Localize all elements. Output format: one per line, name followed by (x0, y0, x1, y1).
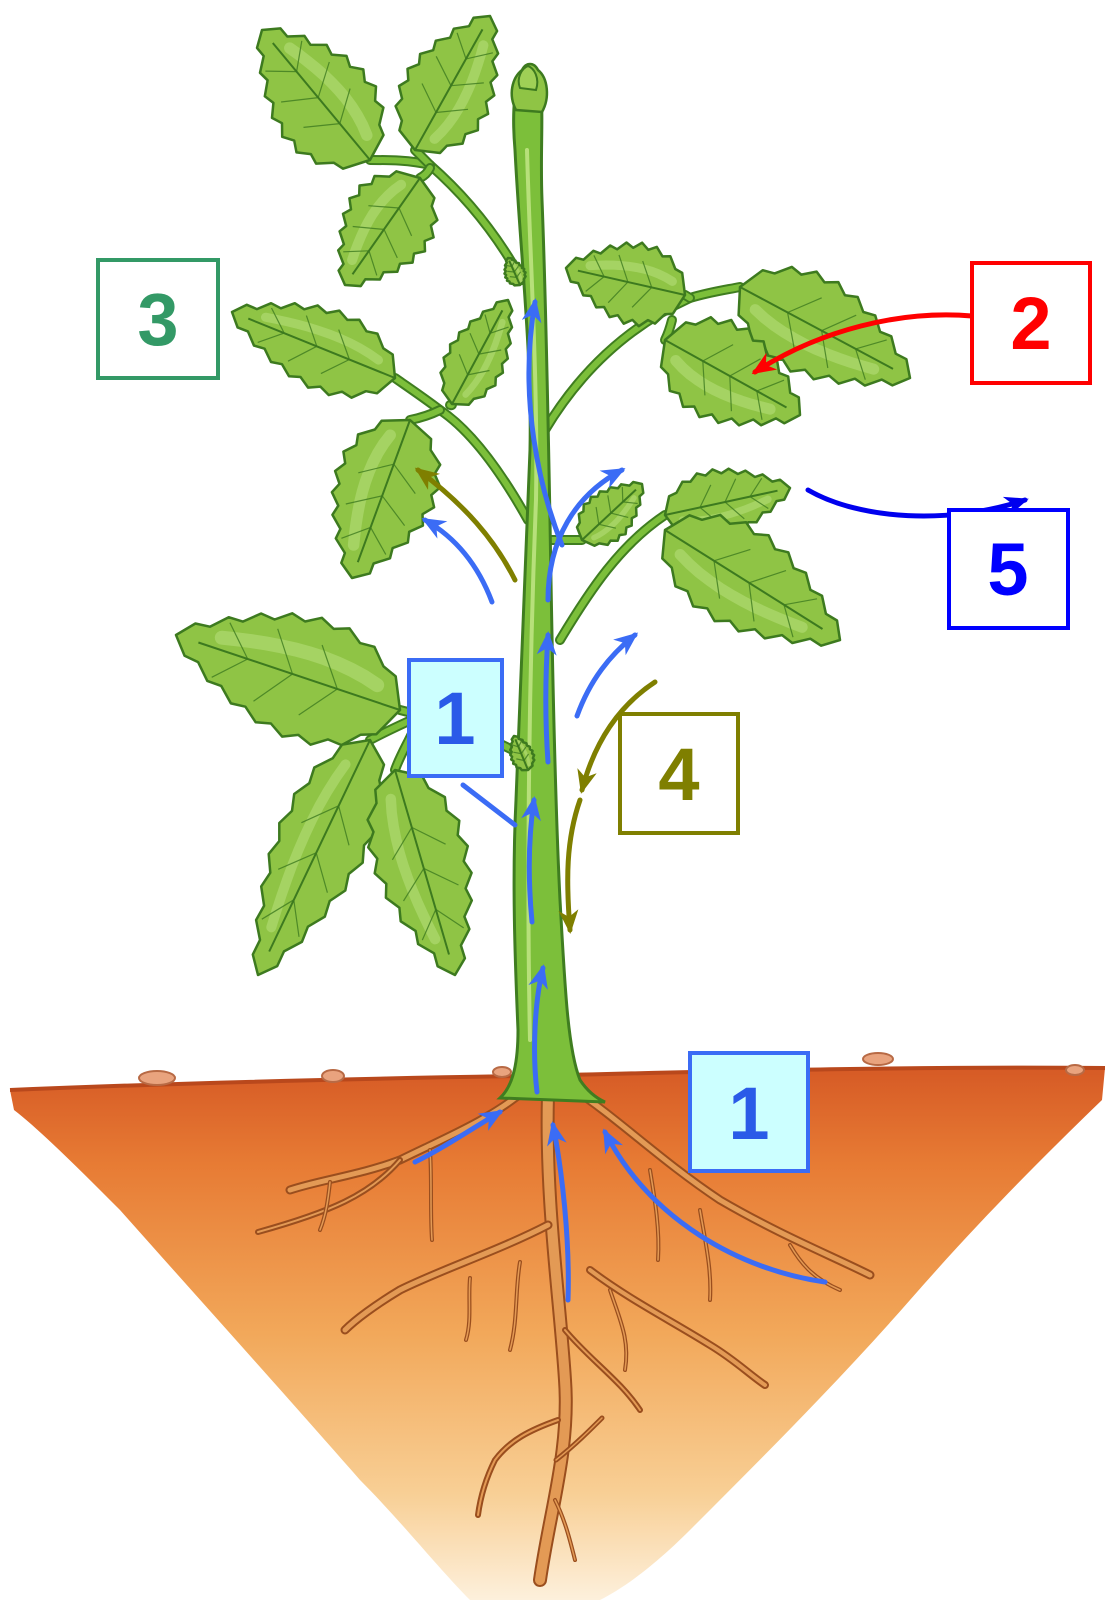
pebble (1066, 1065, 1084, 1075)
water-arrow-stem-mid (546, 635, 548, 762)
leaf (396, 16, 499, 153)
leaf-vein (510, 277, 517, 278)
leaf (662, 515, 840, 646)
leaf (332, 420, 440, 578)
leaf-blade (662, 515, 840, 646)
label-1-stem-text: 1 (434, 677, 475, 760)
leaf-blade (368, 770, 472, 975)
pebble (863, 1053, 893, 1065)
label-5: 5 (949, 510, 1068, 628)
leaf-blade (338, 171, 437, 286)
stem (500, 64, 605, 1102)
leaf (253, 740, 384, 975)
leaf (338, 171, 437, 286)
leaf-petiole (410, 410, 440, 420)
leaf-blade (441, 300, 513, 405)
leaf (232, 303, 395, 398)
label-1-root-text: 1 (728, 1072, 769, 1155)
pebble (139, 1071, 175, 1085)
leaf-vein (622, 487, 623, 502)
rootlet (430, 1150, 432, 1240)
label-1-connector-line (463, 785, 515, 825)
pebble (493, 1067, 511, 1077)
leaf (566, 243, 685, 327)
leaf-vein (265, 71, 296, 72)
leaf (368, 770, 472, 975)
leaf (441, 300, 513, 405)
sap-arrow-down-lower (568, 800, 580, 930)
label-1-root: 1 (690, 1053, 808, 1171)
label-4: 4 (620, 714, 738, 833)
leaf-petiole (420, 168, 430, 178)
leaf-blade (253, 740, 384, 975)
label-5-text: 5 (987, 528, 1028, 611)
leaf-vein (507, 271, 514, 272)
label-2: 2 (972, 263, 1090, 383)
labels: 3 2 5 1 4 1 (98, 260, 1090, 1171)
label-3-text: 3 (137, 278, 178, 361)
label-3: 3 (98, 260, 218, 378)
label-2-text: 2 (1010, 282, 1051, 365)
leaf (176, 613, 400, 745)
leaf (257, 28, 384, 168)
leaf-blade (257, 28, 384, 168)
pebble (322, 1070, 344, 1082)
label-4-text: 4 (658, 733, 699, 816)
label-1-stem: 1 (409, 660, 502, 776)
